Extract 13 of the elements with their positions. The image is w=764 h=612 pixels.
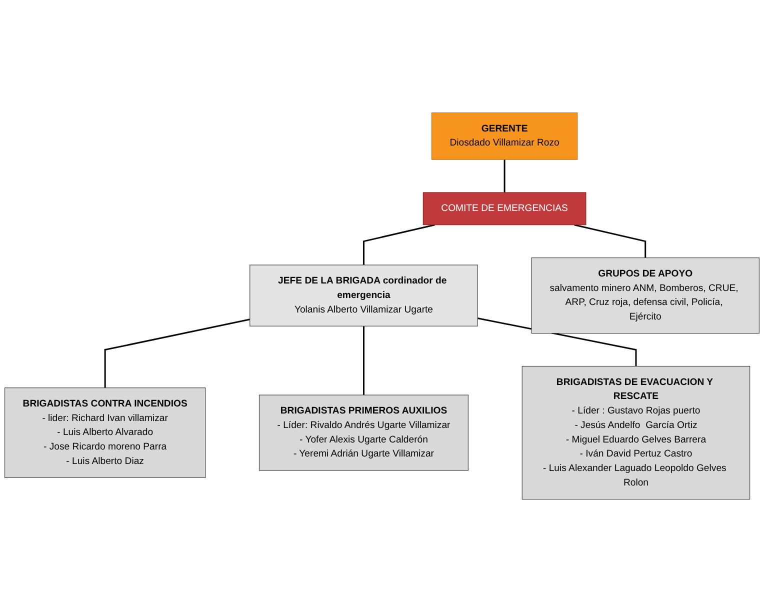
node-box: GERENTE Diosdado Villamizar Rozo [431,112,578,160]
node-box: JEFE DE LA BRIGADA cordinador de emergencia Yolanis Alberto Villamizar Ugarte [250,264,478,326]
connector [477,317,637,366]
connector [574,224,646,258]
connector [504,160,506,192]
connector [362,224,435,265]
node-box: GRUPOS DE APOYO salvamento minero ANM, Bomberos, CRUE, ARP, Cruz roja, defensa civil, Policía, Ejército [531,257,760,334]
node-box: BRIGADISTAS PRIMEROS AUXILIOS - Líder: Rivaldo Andrés Ugarte Villamizar - Yofer Alexis Ugarte Calderón - Yeremi Adrián Ugarte Villamizar [258,394,468,471]
node-box: BRIGADISTAS CONTRA INCENDIOS - lider: Richard Ivan villamizar - Luis Alberto Alvarado - Jose Ricardo moreno Parra - Luis Alberto Diaz [4,388,206,478]
node-box: COMITE DE EMERGENCIAS [422,192,586,226]
node-box: BRIGADISTAS DE EVACUACION Y RESCATE - Líder : Gustavo Rojas puerto - Jesús Andelfo García Ortiz - Miguel Eduardo Gelves Barrera - Iván David Pertuz Castro - Luis Alexander Laguado Leopoldo Gelves Rolon [522,366,750,500]
connector [104,318,250,388]
connector [362,326,364,395]
